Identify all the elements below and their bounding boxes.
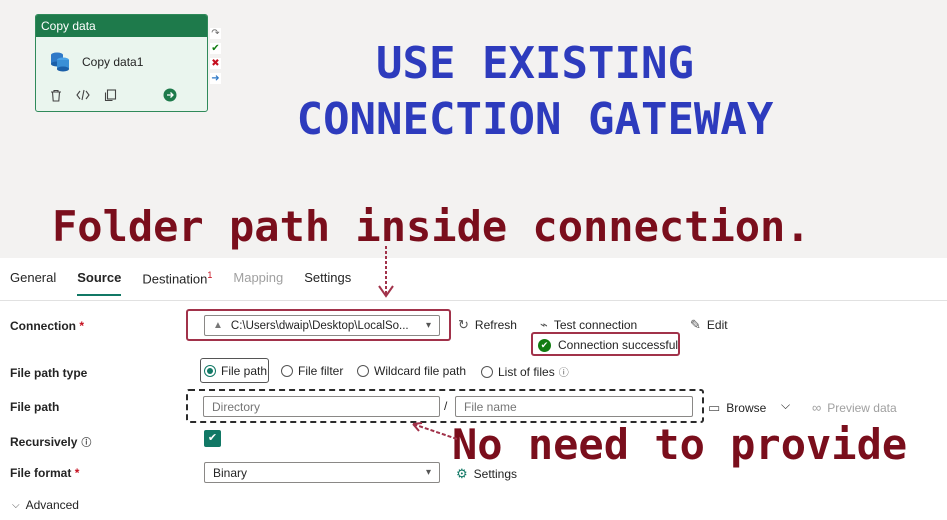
radio-file-filter[interactable]: File filter [281, 364, 343, 378]
file-format-label: File format * [10, 466, 80, 480]
pencil-icon: ✎ [690, 317, 701, 332]
refresh-icon: ↻ [458, 317, 469, 332]
tab-general[interactable]: General [10, 270, 57, 285]
settings-icon: ⚙ [456, 466, 468, 481]
arrow-right-icon[interactable] [163, 88, 177, 105]
database-icon [48, 49, 72, 76]
fail-icon[interactable]: ✖ [210, 58, 221, 69]
directory-input[interactable] [203, 396, 440, 417]
recursively-checkbox[interactable]: ✔ [204, 430, 221, 447]
properties-panel: General Source Destination1 Mapping Sett… [0, 258, 947, 520]
activity-type-label: Copy data [36, 15, 207, 37]
annotation-use-existing: USE EXISTING CONNECTION GATEWAY [296, 38, 774, 145]
copy-data-activity[interactable]: Copy data Copy data1 [35, 14, 208, 112]
tab-bar: General Source Destination1 Mapping Sett… [0, 270, 362, 297]
file-path-highlight [186, 389, 704, 423]
pipeline-canvas: Copy data Copy data1 [0, 0, 947, 258]
file-path-type-label: File path type [10, 366, 88, 380]
annotation-arrow [412, 422, 458, 440]
test-connection-button[interactable]: ⌁Test connection [540, 317, 638, 332]
tab-destination[interactable]: Destination1 [142, 270, 213, 287]
browse-button[interactable]: ▭Browse [708, 400, 767, 415]
plug-icon: ⌁ [540, 317, 548, 332]
chevron-down-icon: ⌵ [12, 499, 20, 511]
glasses-icon: ∞ [812, 400, 822, 415]
radio-file-path[interactable]: File path [204, 364, 267, 378]
annotation-no-need: No need to provide [452, 420, 908, 469]
folder-icon: ▭ [708, 400, 721, 415]
file-format-select[interactable]: Binary ▾ [204, 462, 440, 483]
connection-label: Connection * [10, 319, 85, 333]
error-badge: 1 [207, 270, 213, 280]
status-highlight [531, 332, 680, 356]
chevron-down-icon: ▾ [425, 467, 431, 478]
advanced-toggle[interactable]: ⌵Advanced [12, 498, 79, 512]
complete-icon[interactable]: ➜ [210, 73, 221, 84]
code-icon[interactable] [76, 89, 90, 104]
tab-divider [0, 300, 947, 301]
connection-status: ✔ Connection successful [533, 335, 678, 355]
file-path-label: File path [10, 400, 60, 414]
format-settings-button[interactable]: ⚙Settings [456, 466, 518, 481]
radio-selected-outline [200, 358, 269, 383]
activity-output-ports: ↷ ✔ ✖ ➜ [210, 28, 221, 84]
delete-icon[interactable] [50, 89, 62, 105]
tab-source[interactable]: Source [77, 270, 122, 297]
tab-settings[interactable]: Settings [304, 270, 352, 285]
refresh-button[interactable]: ↻Refresh [458, 317, 517, 332]
file-name-input[interactable] [455, 396, 693, 417]
success-icon[interactable]: ✔ [210, 43, 221, 54]
tab-mapping[interactable]: Mapping [233, 270, 284, 285]
preview-data-button[interactable]: ∞Preview data [812, 400, 897, 415]
info-icon[interactable]: ⓘ [558, 368, 569, 379]
connection-select[interactable]: ▲ C:\Users\dwaip\Desktop\LocalSo... ▾ [204, 315, 440, 336]
annotation-down-arrow [378, 246, 394, 298]
connection-highlight [186, 309, 451, 341]
annotation-folder-path: Folder path inside connection. [52, 202, 811, 251]
chevron-down-icon: ⌵ [781, 398, 791, 412]
activity-name: Copy data1 [82, 55, 144, 69]
radio-wildcard-file-path[interactable]: Wildcard file path [357, 364, 466, 378]
edit-connection-button[interactable]: ✎Edit [690, 317, 728, 332]
success-check-icon: ✔ [538, 338, 551, 352]
info-icon[interactable]: ⓘ [81, 438, 92, 449]
copy-icon[interactable] [104, 88, 117, 105]
drive-icon: ▲ [213, 320, 223, 331]
skip-icon[interactable]: ↷ [210, 28, 221, 39]
browse-dropdown[interactable]: ⌵ [781, 398, 790, 413]
chevron-down-icon: ▾ [425, 320, 431, 331]
path-separator: / [444, 399, 448, 413]
